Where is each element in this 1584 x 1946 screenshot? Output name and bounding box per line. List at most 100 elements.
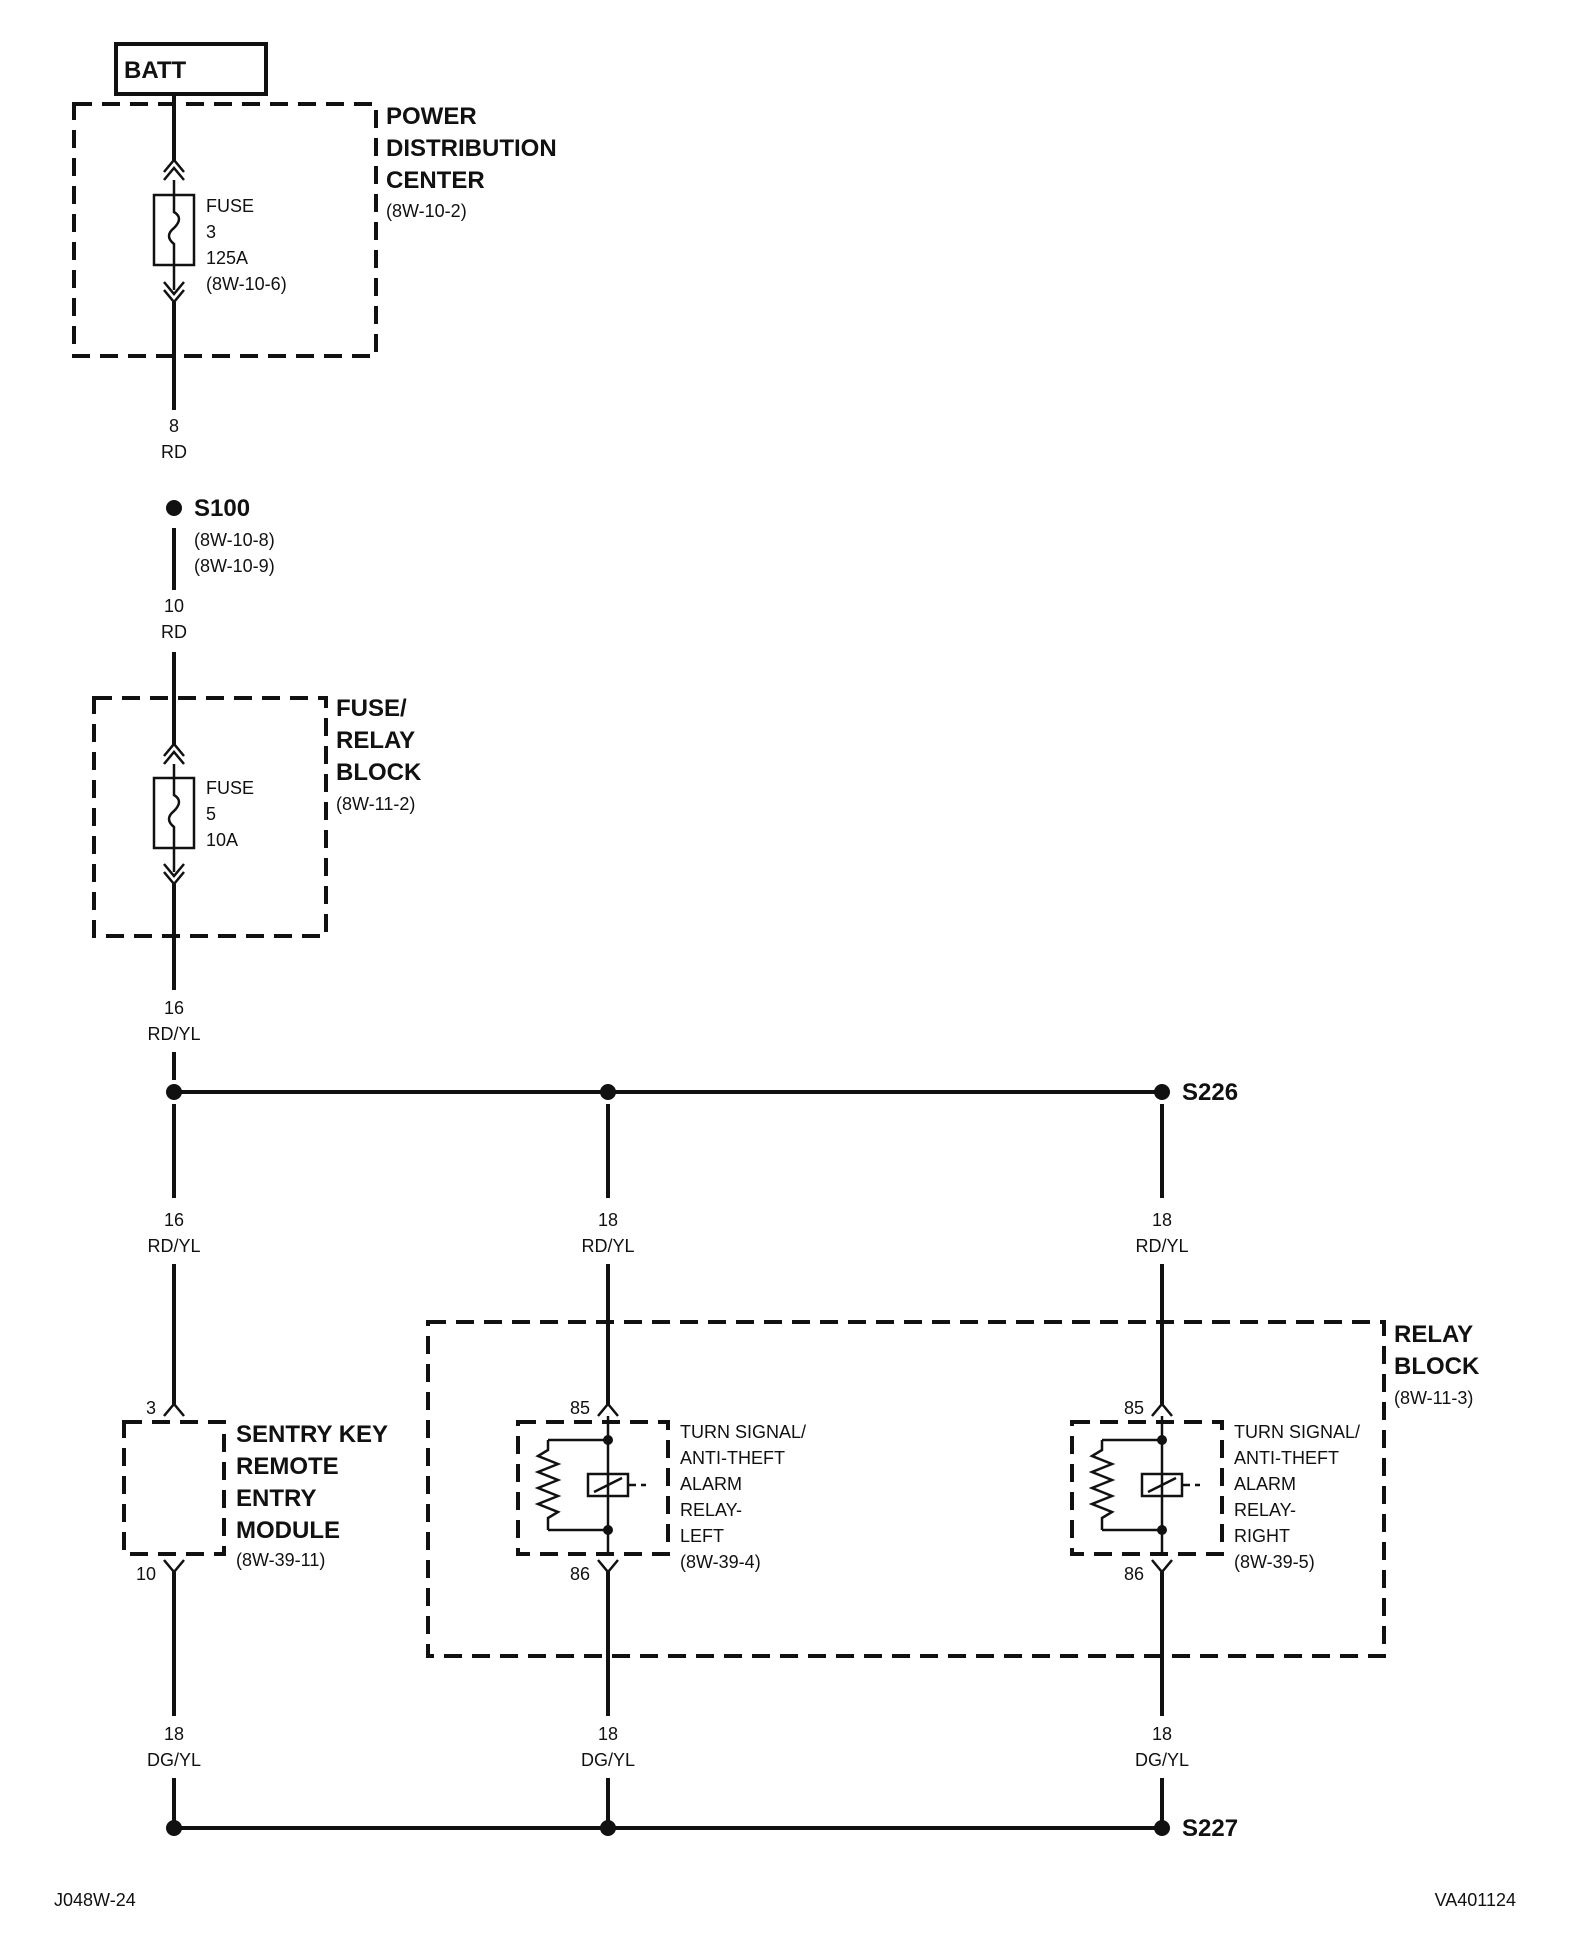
relay-block-box <box>426 1320 1386 1658</box>
sentry-pin-top: 3 <box>146 1398 156 1418</box>
relay-left-connector-bottom <box>597 1559 619 1574</box>
relay-left-label-2: ANTI-THEFT <box>680 1448 785 1468</box>
relay-left-label-3: ALARM <box>680 1474 742 1494</box>
fuse5-element <box>167 764 181 872</box>
pdc-box <box>72 102 378 358</box>
s226-dot-mid <box>600 1084 616 1100</box>
relay-right-label-2: ANTI-THEFT <box>1234 1448 1339 1468</box>
wire8-color: DG/YL <box>581 1750 635 1770</box>
relay-right-label-3: ALARM <box>1234 1474 1296 1494</box>
batt-label: BATT <box>124 57 187 84</box>
pdc-title-2: DISTRIBUTION <box>386 135 557 162</box>
fuse3-label-1: FUSE <box>206 196 254 216</box>
sentry-ref: (8W-39-11) <box>236 1550 325 1570</box>
sentry-title-1: SENTRY KEY <box>236 1421 388 1448</box>
fuse3-element <box>167 180 181 290</box>
s100-label: S100 <box>194 495 250 522</box>
relay-left-label-4: RELAY- <box>680 1500 742 1520</box>
relay-left-label-6: (8W-39-4) <box>680 1552 761 1572</box>
relay-block-title-2: BLOCK <box>1394 1353 1480 1380</box>
sentry-title-4: MODULE <box>236 1517 340 1544</box>
relay-left-resistor <box>534 1440 562 1530</box>
relay-right-resistor <box>1088 1440 1116 1530</box>
connector-fuse5-top-b <box>163 750 185 765</box>
pdc-title-1: POWER <box>386 103 477 130</box>
frb-title-3: BLOCK <box>336 759 422 786</box>
s100-splice-dot <box>166 500 182 516</box>
wire8-gauge: 18 <box>598 1724 618 1744</box>
relay-right-label-4: RELAY- <box>1234 1500 1296 1520</box>
wire3-color: RD/YL <box>147 1024 200 1044</box>
sentry-title-2: REMOTE <box>236 1453 339 1480</box>
wire1-gauge: 8 <box>169 416 179 436</box>
relay-right-pin-86: 86 <box>1124 1564 1144 1584</box>
connector-fuse3-bot-a <box>163 281 185 296</box>
relay-right-node-bottom <box>1157 1525 1167 1535</box>
fuse3-label-3: 125A <box>206 248 248 268</box>
fuse3-label-2: 3 <box>206 222 216 242</box>
relay-left-coil-slash <box>593 1476 623 1494</box>
wire6-gauge: 18 <box>1152 1210 1172 1230</box>
s227-dot-left <box>166 1820 182 1836</box>
relay-right-connector-bottom <box>1151 1559 1173 1574</box>
sentry-title-3: ENTRY <box>236 1485 316 1512</box>
wire2-color: RD <box>161 622 187 642</box>
fuse-relay-block-box <box>92 696 328 938</box>
relay-left-connector-top <box>597 1402 619 1417</box>
connector-fuse3-bot-b <box>163 289 185 304</box>
connector-fuse5-bot-b <box>163 871 185 886</box>
s226-dot-right <box>1154 1084 1170 1100</box>
relay-right-coil-slash <box>1147 1476 1177 1494</box>
sentry-connector-bottom <box>163 1559 185 1574</box>
relay-block-ref: (8W-11-3) <box>1394 1388 1473 1408</box>
frb-title-1: FUSE/ <box>336 695 407 722</box>
relay-right-label-1: TURN SIGNAL/ <box>1234 1422 1360 1442</box>
wire7-color: DG/YL <box>147 1750 201 1770</box>
s100-ref-1: (8W-10-8) <box>194 530 275 550</box>
wire1-color: RD <box>161 442 187 462</box>
relay-block-title-1: RELAY <box>1394 1321 1473 1348</box>
footer-right-code: VA401124 <box>1435 1890 1516 1910</box>
wire9-color: DG/YL <box>1135 1750 1189 1770</box>
connector-fuse3-top-a <box>163 158 185 173</box>
wire5-color: RD/YL <box>581 1236 634 1256</box>
batt-box <box>114 42 268 96</box>
pdc-title-3: CENTER <box>386 167 485 194</box>
relay-left-node-top <box>603 1435 613 1445</box>
relay-left-pin-85: 85 <box>570 1398 590 1418</box>
sentry-connector-top <box>163 1402 185 1417</box>
relay-right-node-top <box>1157 1435 1167 1445</box>
wire7-gauge: 18 <box>164 1724 184 1744</box>
pdc-ref: (8W-10-2) <box>386 201 467 221</box>
s227-label: S227 <box>1182 1815 1238 1842</box>
relay-left-label-1: TURN SIGNAL/ <box>680 1422 806 1442</box>
s227-dot-right <box>1154 1820 1170 1836</box>
wire3-gauge: 16 <box>164 998 184 1018</box>
connector-fuse5-bot-a <box>163 863 185 878</box>
frb-ref: (8W-11-2) <box>336 794 415 814</box>
wire6-color: RD/YL <box>1135 1236 1188 1256</box>
fuse3-label-4: (8W-10-6) <box>206 274 287 294</box>
sentry-module-box <box>122 1420 226 1556</box>
fuse5-label-2: 5 <box>206 804 216 824</box>
s227-dot-mid <box>600 1820 616 1836</box>
connector-fuse5-top-a <box>163 742 185 757</box>
wire4-gauge: 16 <box>164 1210 184 1230</box>
relay-left-label-5: LEFT <box>680 1526 724 1546</box>
connector-fuse3-top-b <box>163 166 185 181</box>
relay-left-node-bottom <box>603 1525 613 1535</box>
relay-right-label-6: (8W-39-5) <box>1234 1552 1315 1572</box>
fuse5-label-1: FUSE <box>206 778 254 798</box>
wire9-gauge: 18 <box>1152 1724 1172 1744</box>
sentry-pin-bottom: 10 <box>136 1564 156 1584</box>
wire4-color: RD/YL <box>147 1236 200 1256</box>
s226-label: S226 <box>1182 1079 1238 1106</box>
frb-title-2: RELAY <box>336 727 415 754</box>
wire5-gauge: 18 <box>598 1210 618 1230</box>
relay-right-pin-85: 85 <box>1124 1398 1144 1418</box>
relay-right-label-5: RIGHT <box>1234 1526 1290 1546</box>
fuse5-label-3: 10A <box>206 830 238 850</box>
wire2-gauge: 10 <box>164 596 184 616</box>
relay-left: 85 86 TURN SIGNAL/ ANTI-THEFT ALARM RELA… <box>516 1398 806 1584</box>
